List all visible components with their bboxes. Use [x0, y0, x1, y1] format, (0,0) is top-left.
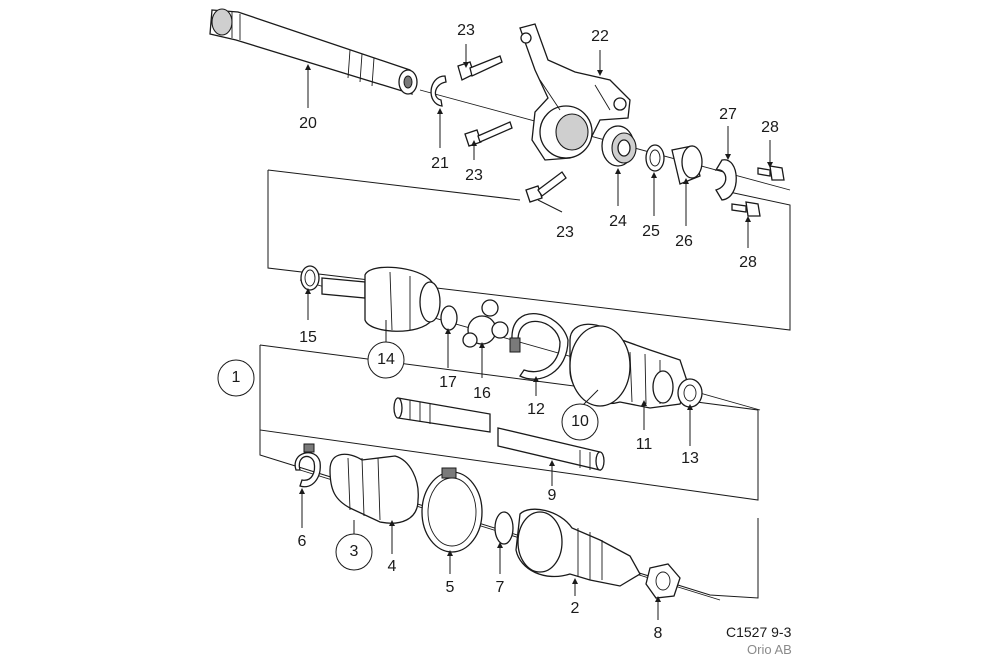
wheel-knuckle-part	[519, 23, 631, 161]
wheel-bearing-part	[601, 125, 637, 167]
boot-clamp-part-6	[294, 452, 321, 488]
circlip-part	[430, 75, 447, 107]
boot-clamp-part-12	[511, 313, 569, 380]
screw-part-lower	[731, 201, 761, 217]
part-label-2: 2	[570, 600, 580, 617]
inner-joint-housing-part	[321, 266, 441, 332]
part-label-23-bottom: 23	[556, 224, 574, 241]
part-label-22: 22	[591, 28, 609, 45]
tripod-part	[462, 299, 509, 348]
leader-lines	[299, 44, 773, 620]
part-label-5: 5	[445, 579, 455, 596]
part-label-23-middle: 23	[465, 167, 483, 184]
callout-circle-14	[367, 341, 405, 379]
part-label-4: 4	[387, 558, 397, 575]
company-credit: Orio AB	[747, 642, 792, 657]
part-label-17: 17	[439, 374, 457, 391]
part-label-26: 26	[675, 233, 693, 250]
outer-joint-frame	[259, 400, 759, 599]
part-label-28-top: 28	[761, 119, 779, 136]
part-label-8: 8	[653, 625, 663, 642]
part-label-12: 12	[527, 401, 545, 418]
bolt-part-middle	[464, 121, 513, 147]
small-clamp-part-11	[652, 370, 674, 404]
screw-part-upper	[757, 165, 785, 181]
intermediate-shaft-part	[393, 397, 605, 471]
part-label-20: 20	[299, 115, 317, 132]
part-label-27: 27	[719, 106, 737, 123]
callout-circle-10	[561, 403, 599, 441]
clamp-part-13	[677, 378, 703, 408]
part-label-3: 3	[349, 543, 359, 560]
part-label-16: 16	[473, 385, 491, 402]
upper-assembly-frame	[267, 170, 791, 331]
lock-ring-part-15	[300, 265, 320, 291]
lock-ring-part-17	[440, 305, 458, 331]
part-label-1: 1	[231, 369, 241, 386]
part-label-10: 10	[571, 413, 589, 430]
part-label-15: 15	[299, 329, 317, 346]
bolt-part-lower	[525, 171, 567, 203]
hub-nut-part	[645, 563, 681, 599]
part-label-24: 24	[609, 213, 627, 230]
bolt-part-upper	[457, 55, 503, 81]
drive-shaft-part	[209, 8, 418, 95]
dust-shield-part	[714, 159, 737, 201]
part-label-13: 13	[681, 450, 699, 467]
outer-cv-joint-part	[515, 508, 641, 587]
part-label-25: 25	[642, 223, 660, 240]
part-label-9: 9	[547, 487, 557, 504]
callout-circle-3	[335, 533, 373, 571]
part-label-23-top: 23	[457, 22, 475, 39]
retaining-ring-part	[645, 144, 665, 172]
part-label-6: 6	[297, 533, 307, 550]
drawing-code: C1527 9-3	[726, 624, 792, 640]
part-label-21: 21	[431, 155, 449, 172]
boot-clamp-part-5	[421, 467, 483, 553]
callout-circle-1	[217, 359, 255, 397]
lock-ring-part-7	[494, 511, 514, 545]
part-label-14: 14	[377, 351, 395, 368]
part-label-7: 7	[495, 579, 505, 596]
part-label-28-bottom: 28	[739, 254, 757, 271]
sleeve-part	[671, 145, 703, 185]
part-label-11: 11	[635, 436, 653, 453]
outer-boot-part	[329, 453, 419, 524]
